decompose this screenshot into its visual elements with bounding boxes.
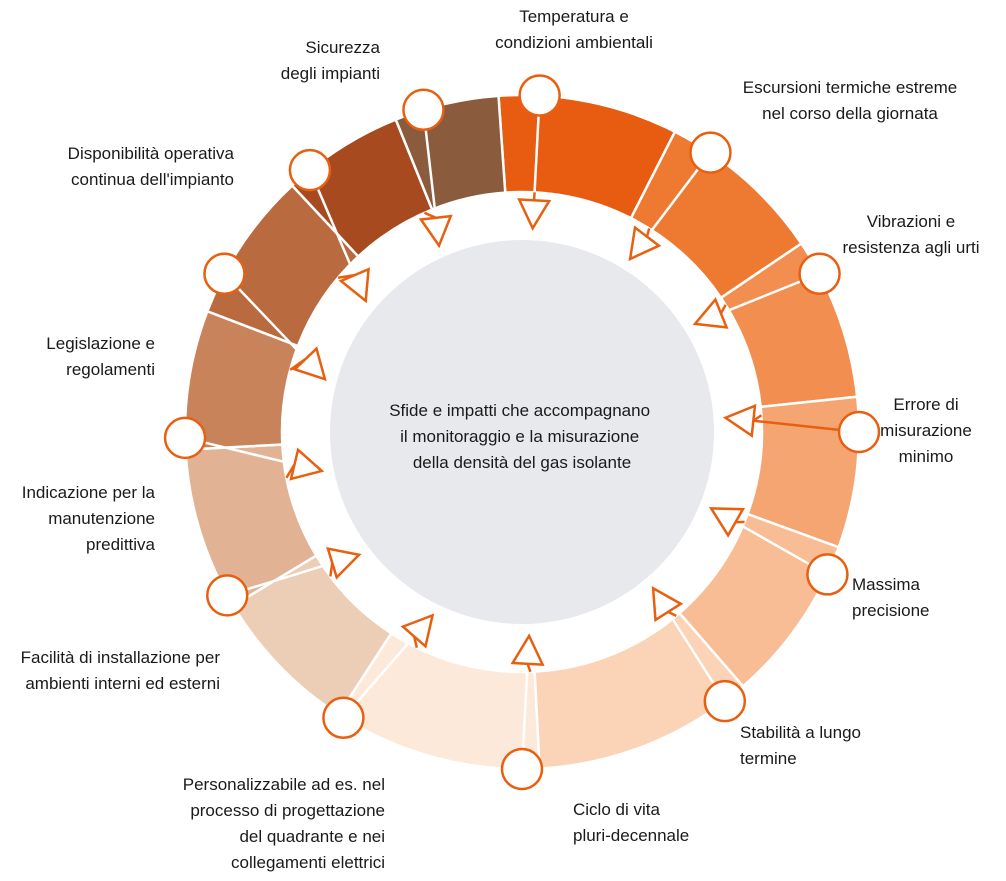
label-7-line-2: pluri-decennale	[573, 826, 689, 845]
label-8-line-3: del quadrante e nei	[239, 827, 385, 846]
arrowhead-icon-5	[708, 507, 746, 538]
arrowhead-icon-12	[338, 267, 370, 304]
arrow-line-13	[424, 129, 438, 218]
label-9: Facilità di installazione per ambienti in…	[21, 648, 221, 693]
label-11: Legislazione e regolamenti	[46, 334, 155, 379]
arrow-line-11	[237, 287, 307, 360]
arrowhead-icon-6	[651, 586, 684, 623]
marker-circle-7	[500, 747, 544, 791]
label-6-line-1: Stabilità a lungo	[740, 723, 861, 742]
arrowhead-icon-8	[400, 613, 435, 649]
label-13-line-2: degli impianti	[281, 64, 380, 83]
label-3: Vibrazioni e resistenza agli urti	[842, 212, 979, 257]
label-3-line-1: Vibrazioni e	[867, 212, 956, 231]
arrowhead-icon-7	[510, 633, 545, 666]
arrow-line-12	[316, 188, 356, 276]
arrow-line-1	[532, 115, 540, 201]
arrow-stem-7	[526, 663, 532, 673]
arrow-stem-6	[667, 610, 677, 617]
arrow-line-7	[521, 663, 529, 750]
label-6: Stabilità a lungo termine	[740, 723, 861, 768]
center-disc	[330, 240, 714, 624]
label-13: Sicurezza degli impianti	[281, 38, 381, 83]
center-title: Sfide e impatti che accompagnano il moni…	[389, 401, 655, 472]
arrowhead-icon-3	[692, 297, 729, 329]
label-5-line-2: precisione	[852, 601, 930, 620]
label-4-line-3: minimo	[899, 447, 954, 466]
label-10: Indicazione per la manutenzione predittiva	[22, 483, 156, 554]
labels-group: Temperatura e condizioni ambientaliEscurs…	[21, 7, 980, 872]
label-8: Personalizzabile ad es. nel processo di p…	[183, 775, 385, 872]
center-line-3: della densità del gas isolante	[413, 453, 631, 472]
label-12: Disponibilità operativa continua dell'imp…	[68, 144, 235, 189]
marker-circle-5	[806, 553, 849, 596]
marker-circle-10	[163, 416, 207, 460]
arrow-line-5	[734, 521, 811, 566]
arrowhead-icon-9	[326, 547, 362, 580]
arrows-group	[204, 115, 840, 750]
label-12-line-1: Disponibilità operativa	[68, 144, 235, 163]
marker-circle-12	[288, 148, 332, 192]
arrow-line-3	[720, 280, 802, 315]
center-line-1: Sfide e impatti che accompagnano	[389, 401, 650, 420]
label-2-line-2: nel corso della giornata	[762, 104, 938, 123]
label-8-line-1: Personalizzabile ad es. nel	[183, 775, 385, 794]
arrow-line-6	[667, 611, 716, 685]
arrowhead-icon-11	[292, 346, 327, 382]
label-1: Temperatura e condizioni ambientali	[495, 7, 653, 52]
arrow-line-8	[355, 635, 416, 704]
markers-group	[163, 74, 881, 791]
label-10-line-2: manutenzione	[48, 509, 155, 528]
label-6-line-2: termine	[740, 749, 797, 768]
label-7: Ciclo di vita pluri-decennale	[573, 800, 689, 845]
marker-circle-9	[206, 574, 249, 617]
arrowhead-icon-2	[628, 225, 662, 262]
label-3-line-2: resistenza agli urti	[842, 238, 979, 257]
arrowhead-icon-10	[289, 447, 325, 481]
label-4-line-1: Errore di	[893, 395, 958, 414]
label-8-line-2: processo di progettazione	[190, 801, 385, 820]
segment-ring	[183, 93, 861, 771]
label-10-line-1: Indicazione per la	[22, 483, 156, 502]
label-4-line-2: misurazione	[880, 421, 972, 440]
label-5-line-1: Massima	[852, 575, 921, 594]
label-4: Errore di misurazione minimo	[880, 395, 972, 466]
label-11-line-1: Legislazione e	[46, 334, 155, 353]
arrowhead-icon-13	[418, 214, 453, 249]
label-12-line-2: continua dell'impianto	[71, 170, 234, 189]
arrow-line-4	[753, 419, 840, 432]
marker-circle-6	[703, 679, 747, 723]
arrowhead-icon-4	[722, 403, 757, 438]
label-11-line-2: regolamenti	[66, 360, 155, 379]
arrow-stem-2	[645, 228, 651, 237]
label-5: Massima precisione	[852, 575, 930, 620]
marker-circle-13	[402, 88, 445, 131]
arrowhead-icon-1	[517, 198, 552, 231]
label-9-line-1: Facilità di installazione per	[21, 648, 221, 667]
arrow-line-9	[245, 561, 333, 591]
label-2: Escursioni termiche estreme nel corso del…	[743, 78, 957, 123]
marker-circle-8	[322, 696, 365, 740]
arrow-line-10	[204, 441, 295, 466]
label-1-line-1: Temperatura e	[519, 7, 629, 26]
marker-circle-3	[798, 252, 841, 296]
label-8-line-4: collegamenti elettrici	[231, 853, 385, 872]
arrow-line-2	[645, 167, 700, 238]
marker-circle-1	[518, 74, 561, 117]
label-7-line-1: Ciclo di vita	[573, 800, 660, 819]
label-1-line-2: condizioni ambientali	[495, 33, 653, 52]
center-line-2: il monitoraggio e la misurazione	[400, 427, 639, 446]
marker-circle-2	[689, 131, 732, 174]
label-9-line-2: ambienti interni ed esterni	[25, 674, 220, 693]
label-13-line-1: Sicurezza	[305, 38, 380, 57]
marker-circle-11	[203, 252, 246, 296]
label-10-line-3: predittiva	[86, 535, 156, 554]
marker-circle-4	[837, 410, 881, 454]
label-2-line-1: Escursioni termiche estreme	[743, 78, 957, 97]
